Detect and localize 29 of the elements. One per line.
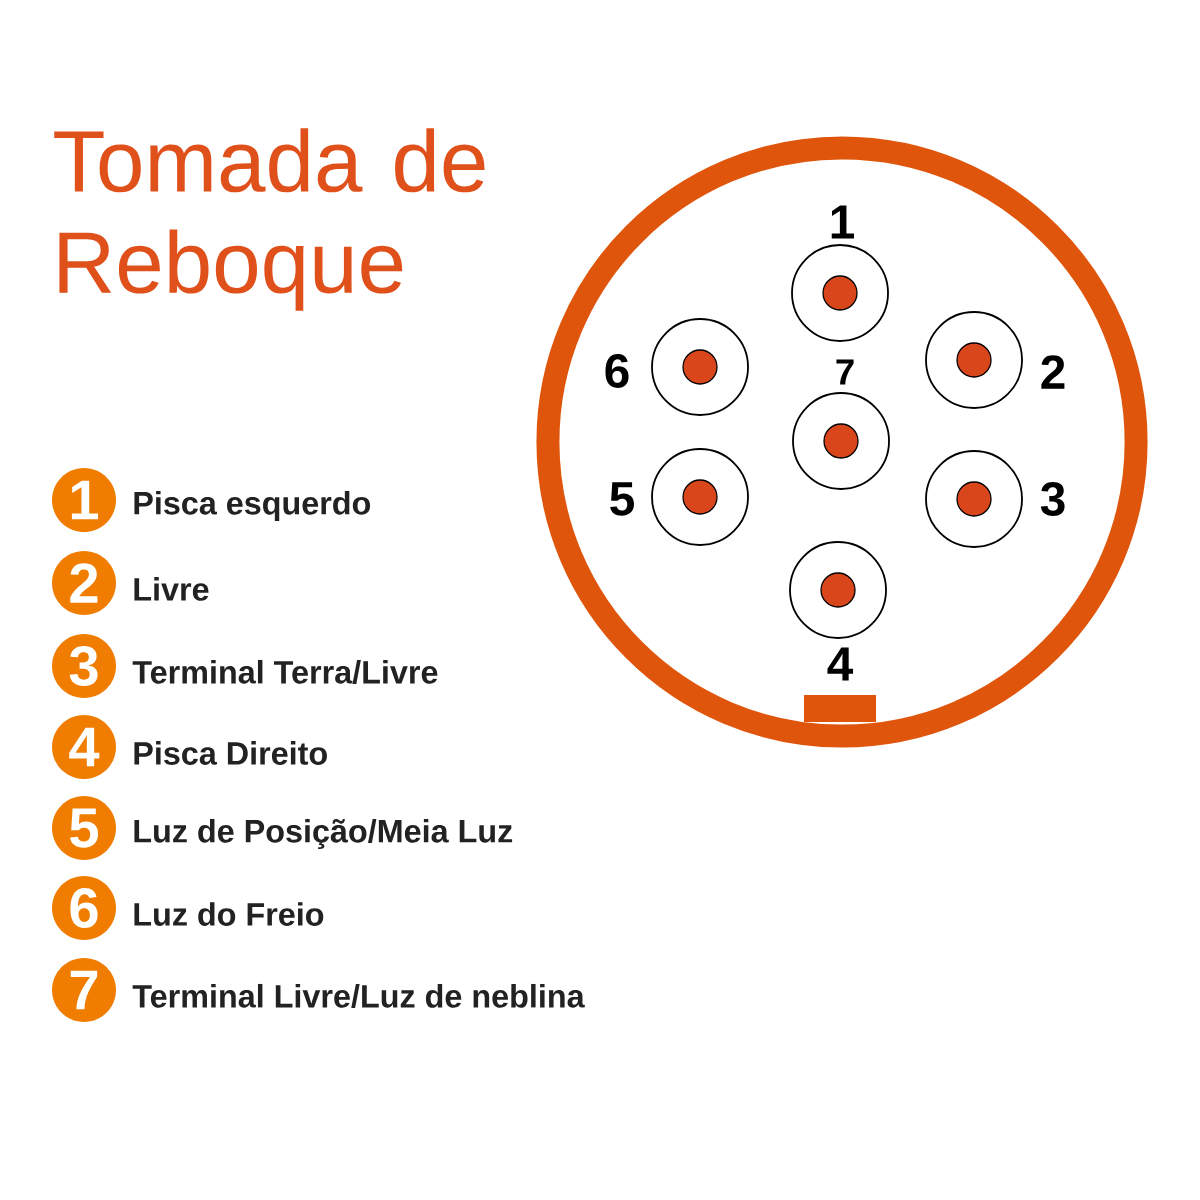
pin-description: Pisca esquerdo (134, 490, 371, 522)
pin-description: Livre (134, 577, 209, 601)
pin-number: 7 (836, 359, 854, 385)
pin-hole (651, 318, 749, 416)
pin-number: 3 (1040, 482, 1065, 516)
pin-number: 6 (605, 354, 629, 388)
pin-description: Luz de Posição/Meia Luz (134, 818, 513, 850)
pin-hole (651, 448, 749, 546)
number-badge: 6 (52, 876, 116, 940)
pin-number: 4 (827, 647, 854, 681)
title: Tomada de Reboque (54, 128, 485, 311)
pin-number: 5 (610, 482, 634, 516)
pin-number: 2 (1041, 355, 1065, 389)
pin-hole (789, 541, 887, 639)
pin-description: Luz do Freio (134, 902, 324, 926)
number-badge: 2 (52, 551, 116, 615)
number-badge: 5 (52, 796, 116, 860)
pin-hole (791, 244, 889, 342)
number-badge: 3 (52, 634, 116, 698)
pin-hole (925, 311, 1023, 409)
number-badge: 7 (52, 958, 116, 1022)
number-badge: 4 (52, 715, 116, 779)
pin-hole (925, 450, 1023, 548)
pin-description: Terminal Terra/Livre (132, 659, 438, 685)
pin-hole (792, 392, 890, 490)
number-badge: 1 (52, 468, 116, 532)
pin-number: 1 (831, 205, 854, 239)
pin-description: Terminal Livre/Luz de neblina (132, 983, 585, 1009)
pin-description: Pisca Direito (134, 741, 327, 765)
